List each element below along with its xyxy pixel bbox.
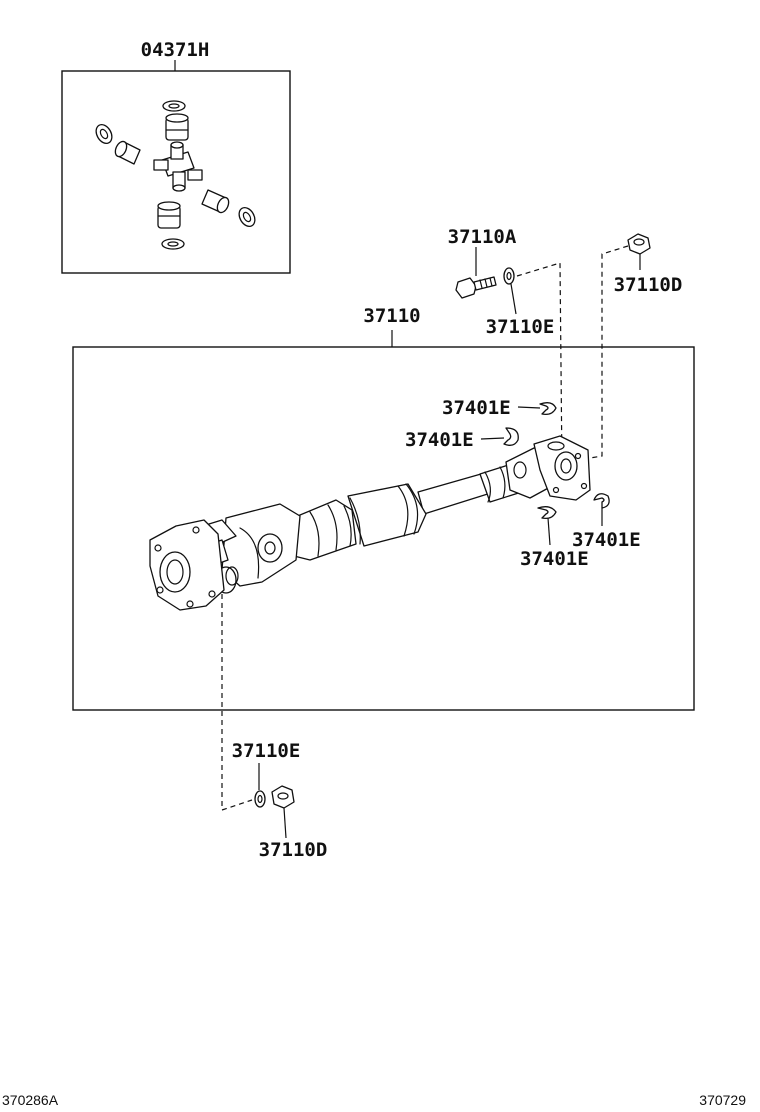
label-clip-4: 37401E bbox=[520, 548, 589, 570]
washer-bottom bbox=[254, 790, 266, 808]
leader-bottom bbox=[221, 594, 253, 811]
footer-left-code: 370286A bbox=[2, 1092, 59, 1108]
shaft-box bbox=[72, 346, 695, 711]
label-washer-bottom: 37110E bbox=[232, 740, 301, 762]
leader-nut-top bbox=[589, 245, 629, 459]
kit-box: 04371H bbox=[61, 39, 291, 274]
bearing-cup-top bbox=[165, 113, 189, 141]
clip-4 bbox=[537, 506, 557, 520]
bolt-top bbox=[455, 276, 497, 299]
label-clip-2: 37401E bbox=[405, 429, 474, 451]
label-clip-3: 37401E bbox=[572, 529, 641, 551]
snap-ring-top bbox=[162, 100, 186, 112]
clip-1 bbox=[539, 402, 557, 416]
label-bolt-top: 37110A bbox=[448, 226, 517, 248]
bearing-cup-left bbox=[114, 140, 141, 165]
nut-top bbox=[627, 233, 651, 255]
snap-ring-right bbox=[238, 207, 256, 227]
label-shaft: 37110 bbox=[363, 305, 420, 327]
leader-washer-top bbox=[516, 262, 563, 471]
label-washer-top: 37110E bbox=[486, 316, 555, 338]
label-kit: 04371H bbox=[141, 39, 210, 61]
label-clip-1: 37401E bbox=[442, 397, 511, 419]
nut-bottom bbox=[271, 785, 295, 809]
clip-2 bbox=[503, 427, 519, 446]
snap-ring-bottom bbox=[161, 238, 185, 250]
footer-right-code: 370729 bbox=[699, 1092, 746, 1108]
propeller-shaft bbox=[149, 435, 591, 611]
bearing-cup-right bbox=[201, 189, 230, 214]
bearing-cup-bottom bbox=[157, 201, 181, 229]
label-nut-bottom: 37110D bbox=[259, 839, 328, 861]
snap-ring-left bbox=[95, 124, 113, 144]
clip-3 bbox=[593, 493, 610, 509]
label-nut-top: 37110D bbox=[614, 274, 683, 296]
washer-top bbox=[503, 267, 515, 285]
spider-cross bbox=[153, 141, 203, 192]
